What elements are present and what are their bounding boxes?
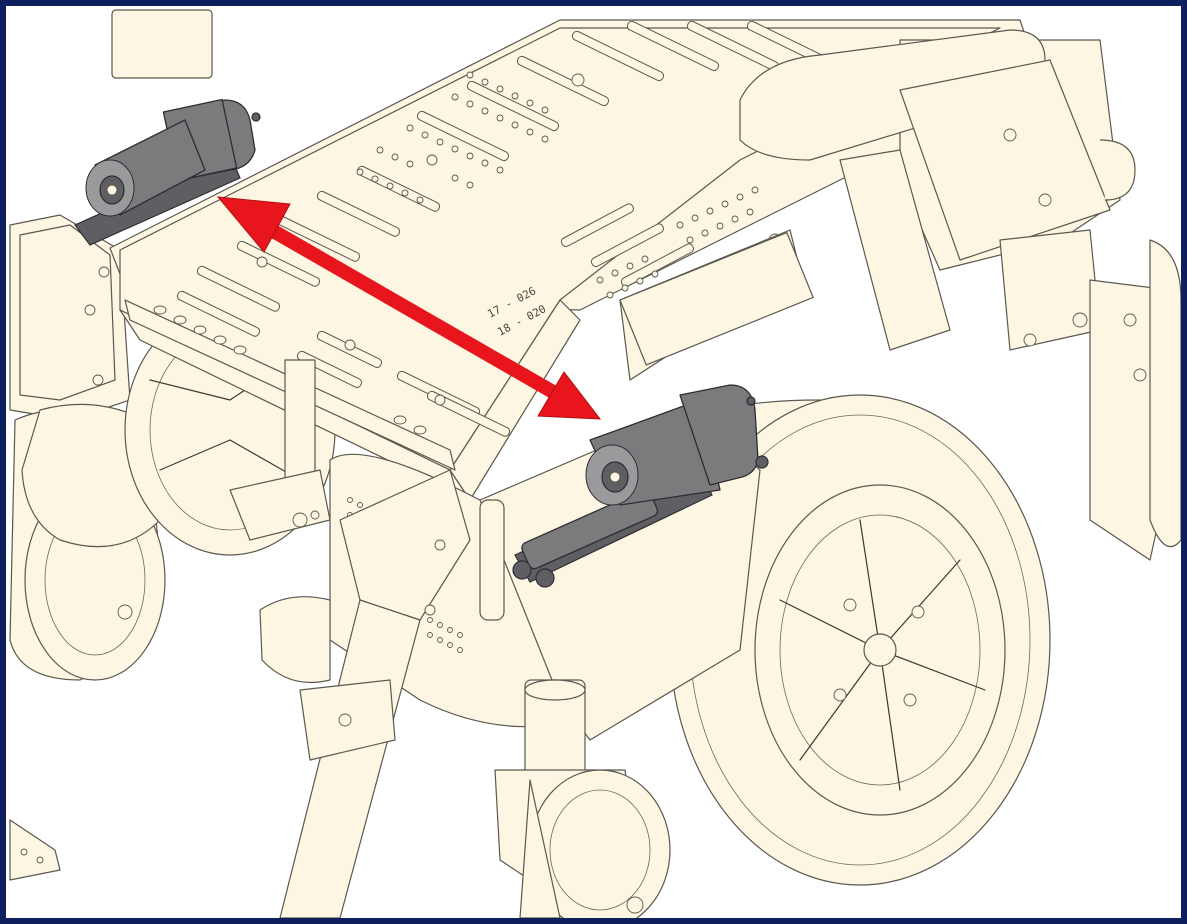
wheel-spokes xyxy=(779,519,986,791)
legrest-left xyxy=(259,469,505,918)
right-caster xyxy=(1089,239,1181,561)
front-linear-actuator xyxy=(512,384,769,588)
double-headed-arrow-icon xyxy=(216,196,602,420)
deck-hole-grid xyxy=(256,71,782,406)
right-armrest-assembly xyxy=(619,29,1136,381)
front-right-caster xyxy=(494,679,671,918)
wheelchair-illustration: 17 - 026 18 - 020 xyxy=(9,9,1181,918)
rear-linear-actuator xyxy=(74,98,261,246)
left-frame-parts xyxy=(9,9,213,881)
